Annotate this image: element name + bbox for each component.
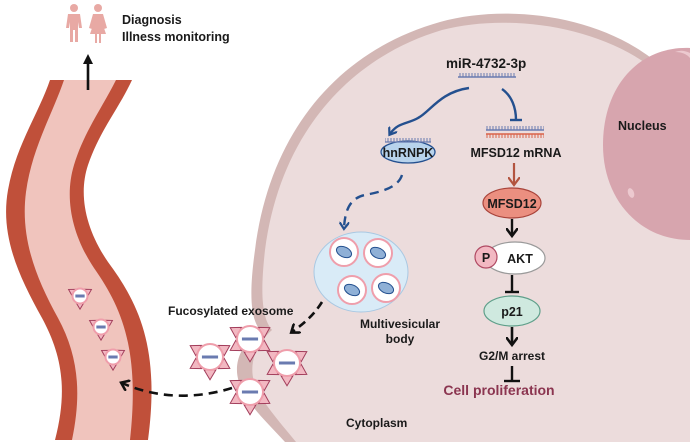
mirna-strand-icon — [458, 73, 516, 78]
cell — [236, 13, 690, 442]
mvb-to-exosome-arrow — [292, 301, 324, 332]
diagnosis-group: Diagnosis Illness monitoring — [66, 4, 230, 90]
mfsd12-node: MFSD12 — [482, 187, 542, 219]
mvb-vesicle — [363, 238, 393, 268]
cytoplasm-label: Cytoplasm — [346, 416, 407, 430]
vessel-exosomes — [67, 287, 126, 372]
mirna-label: miR-4732-3p — [446, 56, 526, 71]
mrna-mirna-strand — [486, 126, 544, 130]
hnrnpk-label: hnRNPK — [383, 146, 434, 160]
person-male-icon — [66, 4, 82, 42]
mirna-to-hnrnpk-arrow — [390, 86, 470, 134]
g2m-arrest-label: G2/M arrest — [479, 349, 545, 363]
akt-label: AKT — [507, 252, 533, 266]
mfsd12-mrna-label: MFSD12 mRNA — [471, 146, 562, 160]
mrna-strand — [486, 134, 544, 138]
akt-node: AKT P — [474, 241, 546, 275]
fucosylated-exosome-icon — [88, 318, 114, 342]
mvb-vesicle — [329, 237, 359, 267]
mirna-inhibits-mrna — [501, 88, 518, 121]
nucleus-shape — [603, 47, 690, 240]
mirna-group: miR-4732-3p — [390, 56, 526, 134]
fucosylated-exosome-label: Fucosylated exosome — [168, 304, 294, 318]
hnrnpk-bound-mirna — [385, 138, 431, 142]
multivesicular-body: Multivesicular body — [313, 231, 440, 346]
person-female-icon — [89, 4, 107, 43]
blood-vessel — [6, 80, 152, 440]
diagnosis-label: Diagnosis — [122, 13, 182, 27]
cell-proliferation-label: Cell proliferation — [443, 382, 554, 398]
illness-monitoring-label: Illness monitoring — [122, 30, 230, 44]
mvb-label-line2: body — [386, 332, 415, 346]
fucosylated-exosome-icon — [229, 378, 271, 416]
fucosylated-exosome-icon — [67, 287, 93, 311]
fucosylated-exosome-icon — [189, 343, 231, 381]
p21-label: p21 — [501, 305, 523, 319]
fucosylated-exosome-icon — [266, 349, 308, 387]
p21-node: p21 — [483, 295, 541, 327]
cytoplasm-region — [252, 22, 690, 442]
phospho-label: P — [482, 251, 490, 265]
nucleus-highlight-top — [675, 50, 690, 58]
hnrnpk-node: hnRNPK — [380, 138, 436, 164]
phospho-badge — [474, 245, 498, 269]
nucleus-highlight — [627, 188, 635, 198]
fucosylated-exosome-icon — [100, 348, 126, 372]
mfsd12-mrna-node: MFSD12 mRNA — [471, 126, 562, 160]
mvb-vesicle — [371, 273, 401, 303]
mvb-label-line1: Multivesicular — [360, 317, 440, 331]
exosome-cluster — [189, 325, 308, 416]
mfsd12-label: MFSD12 — [487, 197, 536, 211]
exosome-to-vessel-arrow — [122, 383, 233, 397]
fucosylated-exosome-icon — [229, 325, 271, 363]
nucleus-label: Nucleus — [618, 119, 667, 133]
nucleus: Nucleus — [603, 47, 690, 240]
mvb-vesicle — [337, 275, 367, 305]
